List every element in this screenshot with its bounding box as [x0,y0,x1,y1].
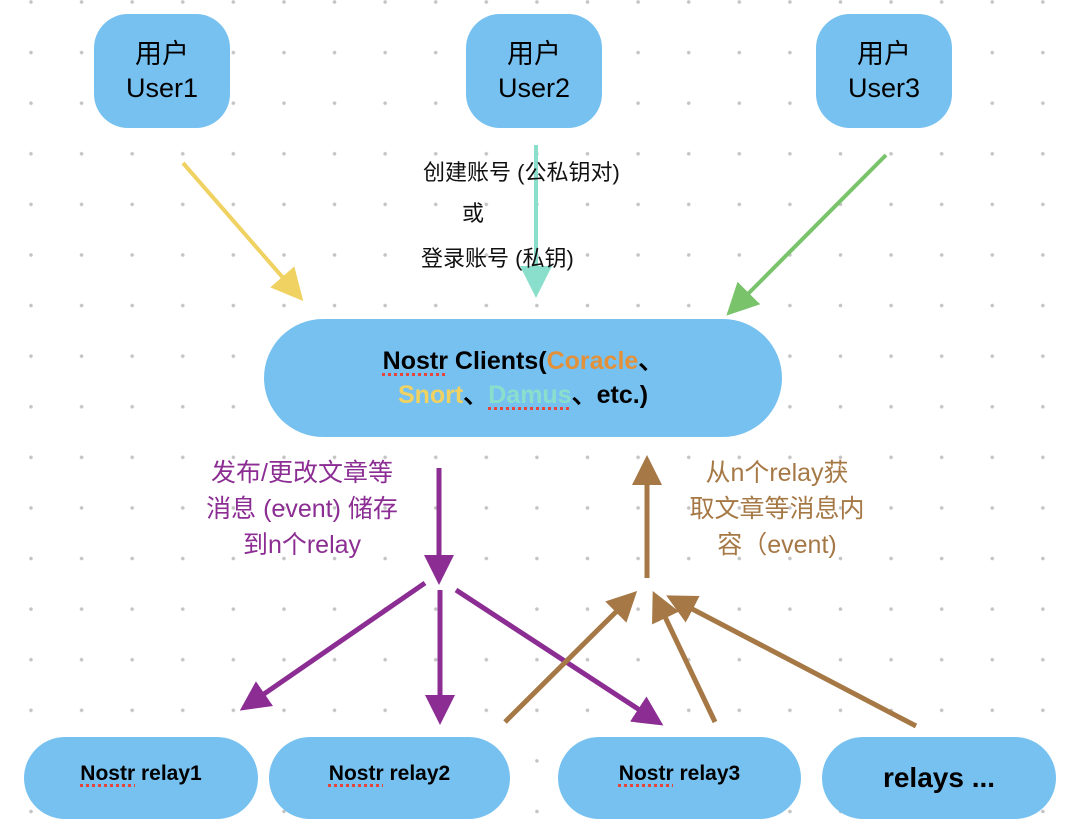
relay1-prefix: Nostr [80,762,136,785]
relays-to-fetch-arrow [666,595,918,729]
user1-to-clients-arrow [181,161,304,302]
clients-suffix: 、etc.) [571,381,649,409]
relay3-name: relay3 [673,762,741,785]
relays-more-name: relays ... [882,762,996,793]
user2-title: 用户 [507,39,561,69]
relay3-node: Nostr relay3 [558,737,801,819]
relay2-prefix: Nostr [328,762,384,785]
publish-label-line1: 发布/更改文章等 [211,459,393,487]
relay3-label: Nostr relay3 [619,762,740,786]
user1-node: 用户 User1 [94,14,230,128]
relay2-node: Nostr relay2 [269,737,510,819]
relay1-node: Nostr relay1 [24,737,258,819]
fetch-label-line1: 从n个relay获 [705,459,849,487]
clients-label: Clients( [447,347,547,375]
relays-more-label: relays ... [883,762,995,794]
relay1-name: relay1 [135,762,202,785]
publish-label: 发布/更改文章等 消息 (event) 储存 到n个relay [182,455,422,563]
clients-sep2: 、 [463,381,489,409]
publish-label-line2: 消息 (event) 储存 [206,495,398,523]
relay1-label: Nostr relay1 [80,762,201,786]
relay2-label: Nostr relay2 [329,762,450,786]
user1-name: User1 [125,73,199,103]
user3-to-clients-arrow [726,153,888,316]
publish-to-relay3-arrow [454,587,664,726]
auth-login-label: 登录账号 (私钥) [421,246,574,271]
client-coracle: Coracle [546,347,639,375]
clients-prefix: Nostr [382,347,448,375]
clients-line2: Snort、Damus、etc.) [398,378,648,412]
relay2-to-fetch-arrow [503,590,638,724]
relay2-name: relay2 [383,762,451,785]
user3-name: User3 [847,73,921,103]
publish-to-relay1-arrow [239,580,427,711]
auth-or-label: 或 [462,201,485,226]
user2-name: User2 [497,73,571,103]
client-snort: Snort [397,381,464,409]
user3-node: 用户 User3 [816,14,952,128]
relay3-prefix: Nostr [618,762,674,785]
clients-sep1: 、 [638,347,664,375]
relays-more-node: relays ... [822,737,1056,819]
auth-create-label: 创建账号 (公私钥对) [423,160,620,185]
nostr-clients-node: Nostr Clients(Coracle、 Snort、Damus、etc.) [264,319,782,437]
fetch-label: 从n个relay获 取文章等消息内 容（event) [652,455,902,563]
publish-label-line3: 到n个relay [242,531,362,559]
user3-title: 用户 [857,39,911,69]
client-damus: Damus [488,381,572,409]
fetch-label-line3: 容（event) [717,531,837,559]
clients-line1: Nostr Clients(Coracle、 [383,344,664,378]
user1-title: 用户 [135,39,189,69]
fetch-label-line2: 取文章等消息内 [689,495,865,523]
user2-node: 用户 User2 [466,14,602,128]
